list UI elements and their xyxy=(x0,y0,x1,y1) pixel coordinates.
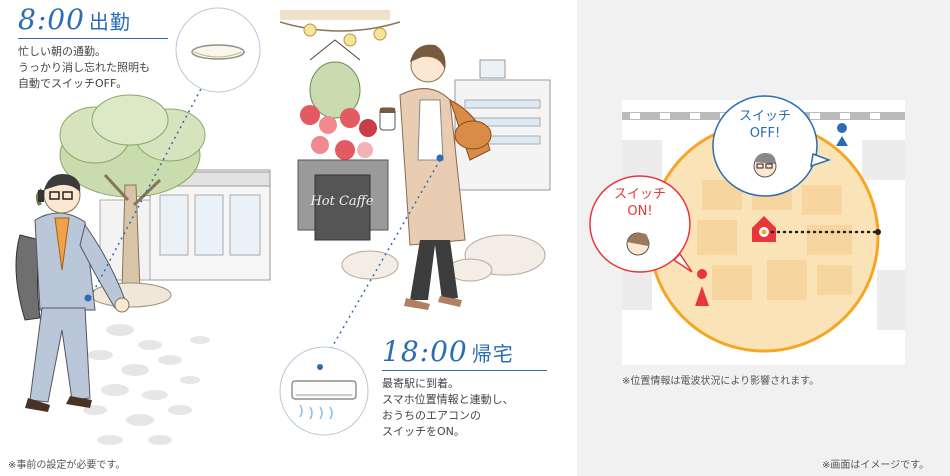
evening-line: スイッチをON。 xyxy=(382,425,465,438)
morning-line: 忙しい朝の通勤。 xyxy=(18,45,106,58)
switch-off-line: スイッチ xyxy=(738,109,791,124)
morning-connector-dot xyxy=(84,294,92,302)
return-home-scene: Hot Caffe xyxy=(280,10,551,369)
evening-time: 18:00 xyxy=(382,335,468,368)
morning-description: 忙しい朝の通勤。 うっかり消し忘れた照明も 自動でスイッチOFF。 xyxy=(18,44,150,92)
commuter-man xyxy=(15,174,130,412)
morning-line: 自動でスイッチOFF。 xyxy=(18,77,128,90)
location-note: ※位置情報は電波状況により影響されます。 xyxy=(622,376,820,387)
evening-line: 最寄駅に到着。 xyxy=(382,377,459,390)
switch-off-bubble xyxy=(712,95,832,197)
cafe-sign: Hot Caffe xyxy=(309,194,373,209)
image-note: ※画面はイメージです。 xyxy=(822,460,930,471)
prior-setup-note: ※事前の設定が必要です。 xyxy=(8,460,126,471)
user-pin-icon xyxy=(695,269,709,306)
evening-rule xyxy=(382,370,547,371)
evening-line: おうちのエアコンの xyxy=(382,409,481,422)
morning-title: 出勤 xyxy=(88,10,131,34)
morning-connector xyxy=(89,67,213,299)
evening-connector-dot xyxy=(436,154,444,162)
air-conditioner-icon xyxy=(279,346,369,436)
switch-on-line: スイッチ xyxy=(613,187,666,202)
evening-line: スマホ位置情報と連動し、 xyxy=(382,393,514,406)
switch-on-line: ON! xyxy=(627,204,653,219)
home-pin-icon xyxy=(752,216,776,242)
evening-description: 最寄駅に到着。 スマホ位置情報と連動し、 おうちのエアコンの スイッチをON。 xyxy=(382,376,514,440)
evening-title: 帰宅 xyxy=(471,342,514,366)
shop-awning xyxy=(280,10,401,47)
commute-scene xyxy=(15,65,271,445)
switch-off-line: OFF! xyxy=(749,126,781,141)
switch-on-text: スイッチ ON! xyxy=(602,186,678,220)
shrubs xyxy=(341,234,546,282)
phone-pin-icon xyxy=(836,123,848,146)
switch-off-text: スイッチ OFF! xyxy=(727,108,803,142)
street-tree xyxy=(59,94,206,308)
commuter-woman xyxy=(379,44,492,310)
ceiling-light-icon xyxy=(175,7,261,93)
morning-time: 8:00 xyxy=(18,3,85,36)
flower-stand: Hot Caffe xyxy=(297,39,389,241)
switch-on-bubble xyxy=(589,175,693,273)
morning-line: うっかり消し忘れた照明も xyxy=(18,61,150,74)
morning-rule xyxy=(18,38,168,39)
evening-connector xyxy=(319,159,441,369)
pavement xyxy=(83,324,210,445)
